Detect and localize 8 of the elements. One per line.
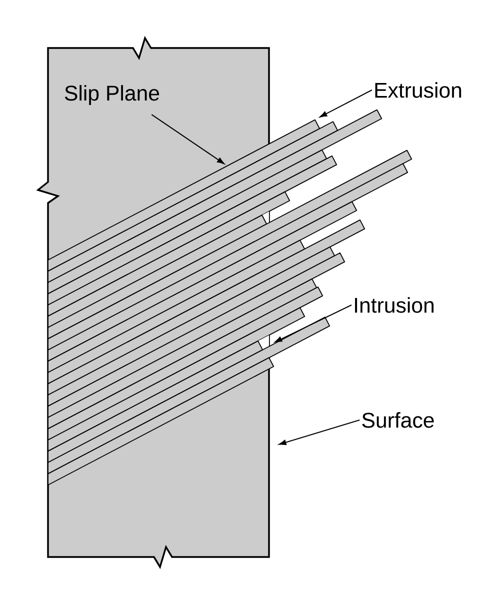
callout-label: Intrusion — [355, 297, 434, 313]
leader-arrow — [320, 90, 372, 118]
leader-arrow — [151, 114, 224, 164]
leader-arrow — [278, 420, 360, 446]
callout-label: Slip Plane — [64, 85, 160, 105]
callout-label: Surface — [362, 412, 434, 428]
leader-arrow — [274, 304, 352, 342]
callout-label: Extrusion — [375, 82, 462, 98]
